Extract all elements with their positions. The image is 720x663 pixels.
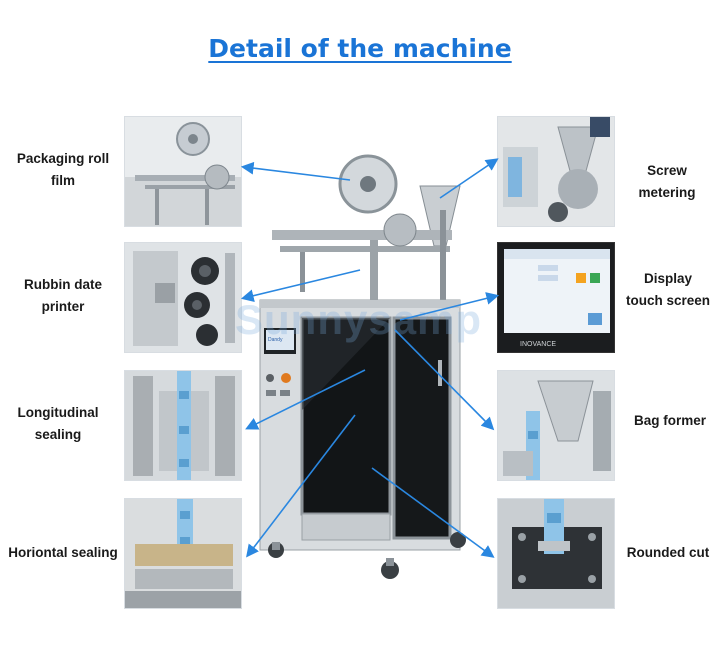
label-rubbin-date-printer: Rubbin date printer	[24, 277, 102, 314]
photo-rounded-cut	[497, 498, 615, 609]
panel-brand-text: Dandy	[268, 337, 283, 343]
page-title: Detail of the machine	[208, 34, 512, 63]
photo-horiontal-sealing	[124, 498, 242, 609]
photo-bag-former	[497, 370, 615, 481]
label-rounded-cut: Rounded cut	[626, 545, 710, 560]
label-packaging-roll-film: Packaging roll film	[16, 151, 110, 188]
photo-packaging-roll-film	[124, 116, 242, 227]
photo-display-touch-screen: INOVANCE	[497, 242, 615, 353]
label-screw-metering: Screw metering	[638, 163, 696, 200]
watermark-text: Sunnysamp	[235, 296, 483, 343]
photo-longitudinal-sealing	[124, 370, 242, 481]
photo-rubbin-date-printer	[124, 242, 242, 353]
label-display-touch-screen: Display touch screen	[625, 271, 711, 308]
screen-brand-text: INOVANCE	[520, 341, 556, 348]
label-horiontal-sealing: Horiontal sealing	[8, 545, 118, 560]
photo-screw-metering	[497, 116, 615, 227]
label-longitudinal-sealing: Longitudinal sealing	[17, 405, 99, 442]
label-bag-former: Bag former	[633, 413, 706, 428]
machine-illustration: Dandy	[250, 150, 482, 590]
